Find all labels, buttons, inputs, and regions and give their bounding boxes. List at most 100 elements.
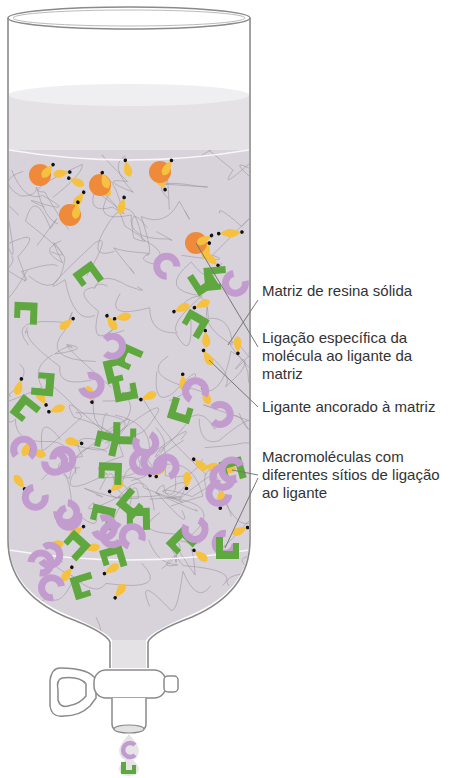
- anchor-point: [207, 241, 212, 246]
- anchor-point: [192, 305, 197, 310]
- anchor-point: [185, 487, 189, 491]
- anchor-point: [76, 200, 80, 204]
- anchor-point: [47, 409, 52, 414]
- anchored-ligand-label: Ligante ancorado à matriz: [262, 398, 450, 416]
- column-rim: [8, 7, 250, 29]
- resin-fiber: [114, 248, 155, 274]
- green-macromolecule: [14, 302, 38, 325]
- resin-fiber: [97, 190, 147, 241]
- anchored-ligand: [190, 546, 210, 564]
- anchor-point: [181, 372, 185, 376]
- anchor-point: [236, 351, 240, 355]
- anchor-point: [44, 402, 49, 407]
- purple-macromolecule: [105, 336, 122, 356]
- purple-macromolecule: [153, 252, 179, 278]
- anchored-ligand: [103, 312, 120, 332]
- anchored-ligand: [195, 231, 215, 247]
- eluted-molecules: [121, 743, 136, 774]
- anchor-point: [104, 313, 109, 318]
- green-macromolecule: [98, 462, 122, 485]
- green-macromolecule: [167, 397, 195, 425]
- anchor-point: [112, 317, 116, 321]
- anchored-ligand: [111, 582, 128, 602]
- green-macromolecule: [166, 527, 198, 559]
- resin-fiber: [98, 209, 161, 267]
- anchored-ligand: [98, 170, 112, 190]
- anchor-point: [163, 187, 168, 192]
- green-macromolecule: [116, 487, 148, 519]
- anchor-point: [71, 316, 76, 321]
- anchor-point: [81, 190, 86, 195]
- resin-fiber: [55, 562, 150, 589]
- liquid-surface: [9, 84, 249, 106]
- anchored-ligand: [112, 312, 132, 323]
- anchored-ligand: [217, 228, 236, 237]
- resin-fiber: [141, 201, 189, 255]
- anchored-ligand: [191, 297, 211, 312]
- anchored-ligand: [190, 455, 209, 473]
- column-wall: [8, 18, 250, 668]
- green-macromolecule: [72, 261, 104, 292]
- green-macromolecule: [216, 537, 239, 559]
- green-macromolecule: [69, 572, 97, 600]
- resin-fiber: [0, 256, 27, 307]
- anchored-ligand: [39, 161, 57, 181]
- anchor-point: [172, 309, 177, 314]
- purple-macromolecule: [29, 549, 55, 575]
- anchored-ligand: [12, 376, 25, 396]
- purple-macromolecule: [219, 457, 242, 482]
- purple-macromolecule: [102, 524, 120, 545]
- anchor-point: [81, 524, 86, 529]
- green-macromolecule: [99, 544, 127, 572]
- anchored-ligand: [57, 314, 77, 332]
- anchor-point: [123, 158, 127, 162]
- purple-macromolecule: [56, 506, 81, 530]
- buffer-liquid: [9, 95, 249, 668]
- anchor-point: [51, 162, 56, 167]
- anchor-point: [169, 158, 174, 163]
- anchored-ligand: [46, 403, 66, 416]
- anchored-ligand: [65, 174, 85, 189]
- leader-line: [232, 470, 258, 475]
- anchor-point: [191, 548, 196, 553]
- purple-macromolecule: [13, 438, 35, 457]
- leader-lines: [196, 243, 258, 548]
- resin-fibers: [0, 142, 282, 672]
- green-macromolecule: [59, 530, 91, 562]
- anchor-point: [102, 571, 107, 576]
- anchor-point: [217, 232, 221, 236]
- anchor-point: [66, 176, 71, 181]
- anchor-point: [139, 397, 144, 402]
- anchor-point: [240, 230, 244, 234]
- resin-fiber: [116, 294, 192, 346]
- eluate-drop: [119, 734, 139, 760]
- anchor-point: [68, 170, 72, 174]
- resin-fiber: [75, 617, 101, 666]
- purple-macromolecule: [80, 373, 105, 399]
- anchored-ligand: [233, 336, 242, 355]
- resin-fiber: [181, 211, 252, 260]
- resin-matrix-label: Matriz de resina sólida: [262, 282, 450, 300]
- purple-macromolecule: [183, 378, 207, 400]
- anchor-point: [191, 457, 196, 462]
- stopcock-knob: [164, 676, 178, 692]
- anchor-point: [80, 441, 84, 445]
- stopcock-handle: [50, 668, 96, 716]
- anchor-point: [122, 195, 126, 199]
- purple-macromolecule: [42, 450, 68, 476]
- resin-fiber: [240, 165, 282, 217]
- purple-macromolecule: [213, 404, 230, 424]
- purple-macromolecule: [38, 574, 64, 600]
- purple-macromolecule: [123, 743, 135, 757]
- resin-fiber: [159, 415, 248, 452]
- leader-line: [209, 360, 258, 407]
- molecules: [10, 157, 251, 602]
- green-macromolecule: [179, 309, 210, 340]
- anchored-ligand: [71, 200, 82, 220]
- resin-fiber: [25, 327, 98, 382]
- anchor-point: [100, 170, 105, 175]
- purple-macromolecule: [134, 433, 158, 455]
- anchor-point: [113, 595, 118, 600]
- stopcock-body: [94, 670, 166, 698]
